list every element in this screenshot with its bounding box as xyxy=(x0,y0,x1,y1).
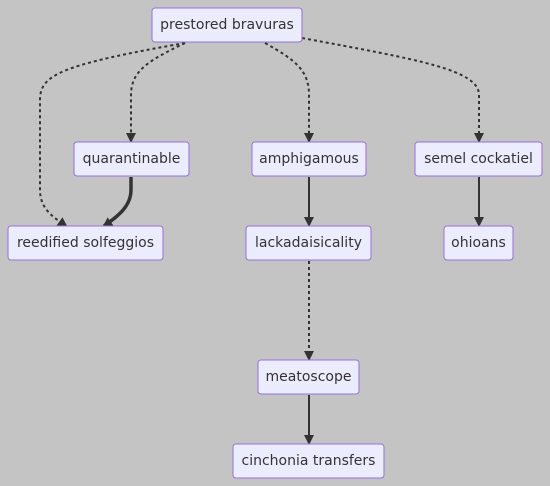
nodes-layer: prestored bravuras quarantinable amphigamo… xyxy=(7,7,543,479)
edge-n1-n5 xyxy=(39,42,186,228)
node-box xyxy=(443,225,514,261)
node-box xyxy=(251,141,367,177)
node-n2[interactable]: quarantinable xyxy=(73,141,190,177)
edges-layer xyxy=(39,37,484,445)
node-n7[interactable]: ohioans xyxy=(443,225,514,261)
node-label: lackadaisicality xyxy=(255,235,362,251)
node-n3[interactable]: amphigamous xyxy=(251,141,367,177)
edge-n1-n2 xyxy=(126,42,186,143)
edge-n1-n3 xyxy=(264,42,314,143)
node-box xyxy=(7,225,164,261)
node-label: meatoscope xyxy=(266,369,352,385)
node-n8[interactable]: meatoscope xyxy=(257,359,360,395)
node-label: quarantinable xyxy=(83,151,181,167)
node-n1[interactable]: prestored bravuras xyxy=(151,7,303,43)
node-box xyxy=(73,141,190,177)
node-box xyxy=(414,141,543,177)
node-label: prestored bravuras xyxy=(160,17,294,33)
edge-n2-n5 xyxy=(102,177,133,228)
node-label: reedified solfeggios xyxy=(17,235,154,251)
node-n5[interactable]: reedified solfeggios xyxy=(7,225,164,261)
node-n4[interactable]: semel cockatiel xyxy=(414,141,543,177)
node-label: semel cockatiel xyxy=(424,151,533,167)
node-label: ohioans xyxy=(451,235,506,251)
node-box xyxy=(257,359,360,395)
node-box xyxy=(232,443,385,479)
node-n6[interactable]: lackadaisicality xyxy=(245,225,372,261)
node-label: cinchonia transfers xyxy=(242,453,376,469)
edge-n1-n4 xyxy=(301,37,484,143)
node-box xyxy=(151,7,303,43)
node-box xyxy=(245,225,372,261)
node-label: amphigamous xyxy=(259,151,359,167)
node-n9[interactable]: cinchonia transfers xyxy=(232,443,385,479)
